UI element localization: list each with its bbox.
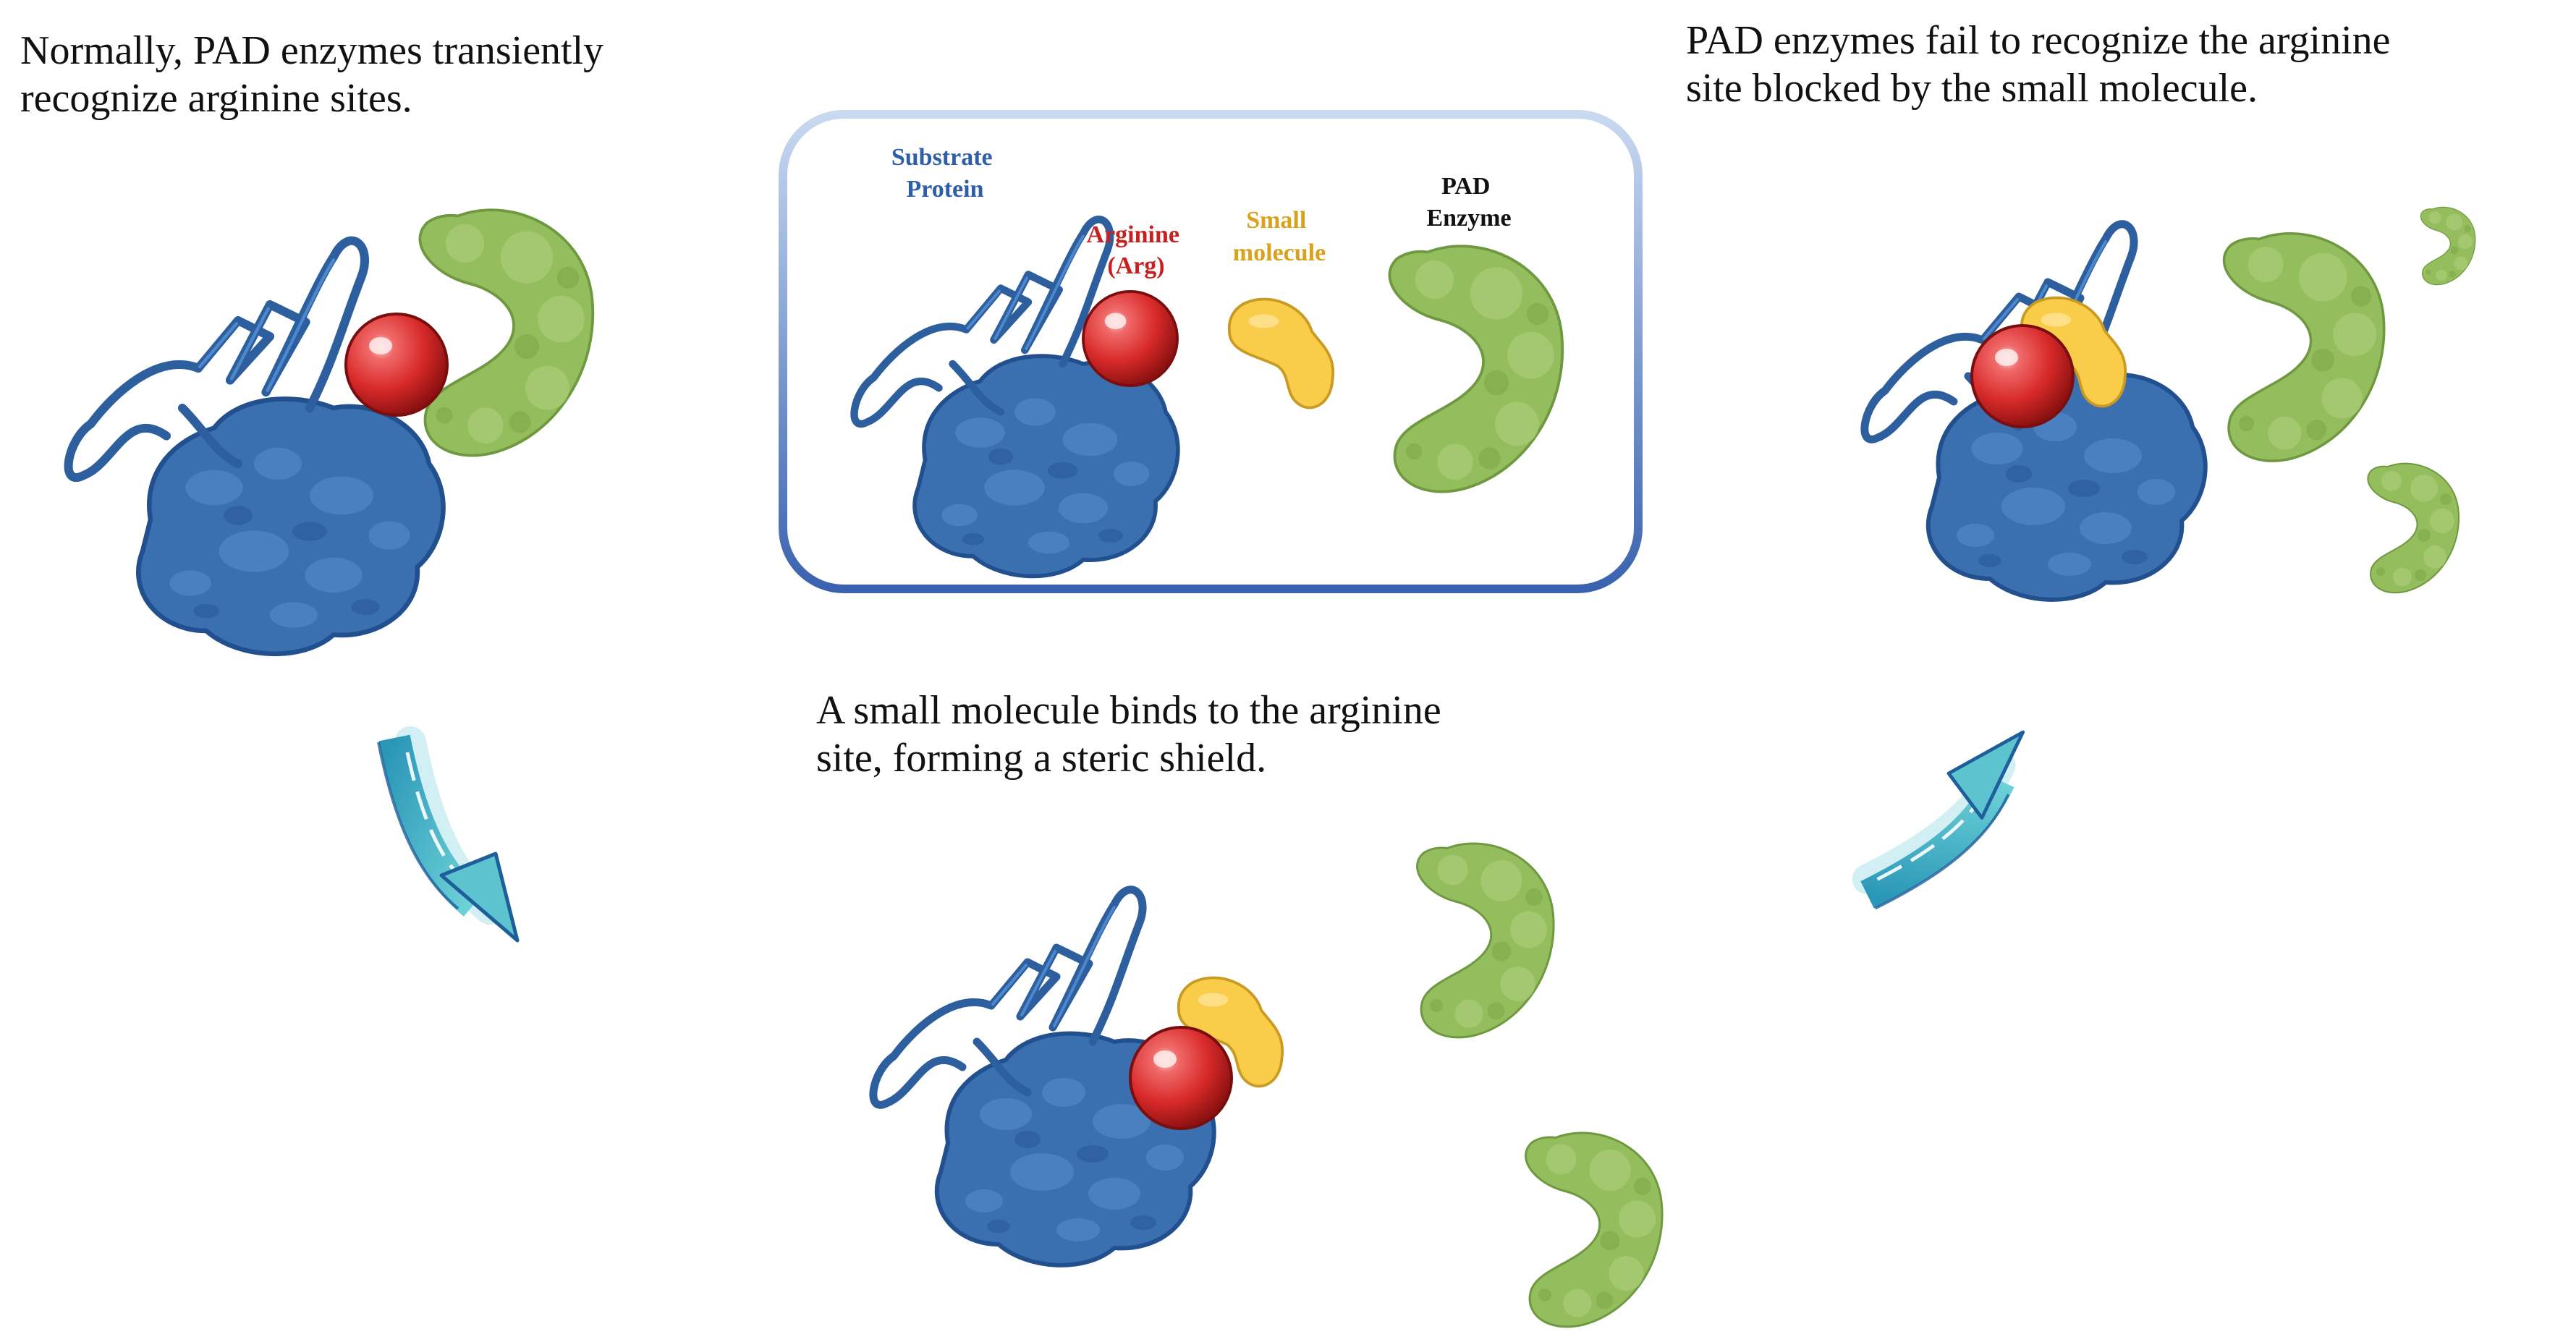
caption-normal: Normally, PAD enzymes transiently recogn… — [20, 28, 614, 121]
legend-label-small-molecule-line-1: Small — [1246, 207, 1306, 234]
pad-enzyme-free-2 — [1524, 1131, 1664, 1328]
caption-blocked-line-2: site blocked by the small molecule. — [1686, 66, 2258, 111]
legend-label-pad: PAD Enzyme — [1426, 173, 1511, 232]
legend-label-substrate-line-2: Protein — [906, 176, 983, 203]
legend-label-substrate: Substrate Protein — [891, 144, 999, 203]
legend-label-pad-line-2: Enzyme — [1426, 205, 1511, 232]
caption-blocked: PAD enzymes fail to recognize the argini… — [1686, 18, 2401, 111]
curved-arrow-down-icon — [378, 738, 517, 940]
scene-normal-recognition — [69, 208, 595, 654]
caption-shield: A small molecule binds to the arginine s… — [816, 688, 1452, 781]
pad-enzyme-repelled-1 — [2222, 232, 2386, 462]
caption-normal-line-1: Normally, PAD enzymes transiently — [20, 28, 603, 73]
substrate-protein-normal — [69, 241, 444, 654]
legend-label-arginine-line-2: (Arg) — [1107, 252, 1164, 279]
legend-arginine — [1082, 290, 1179, 387]
legend-label-small-molecule: Small molecule — [1233, 207, 1326, 266]
legend-label-arginine: Arginine (Arg) — [1087, 221, 1186, 279]
legend-box: Substrate Protein Arginine (Arg) Small m… — [779, 110, 1643, 593]
caption-normal-line-2: recognize arginine sites. — [20, 76, 412, 121]
pad-enzyme-free-1 — [1415, 842, 1555, 1039]
caption-shield-line-2: site, forming a steric shield. — [816, 736, 1266, 781]
legend-label-pad-line-1: PAD — [1441, 173, 1490, 200]
arginine-site-normal — [344, 313, 449, 417]
legend-label-small-molecule-line-2: molecule — [1233, 239, 1326, 266]
arginine-site-blocked — [1970, 324, 2075, 428]
arginine-site-shield — [1129, 1026, 1233, 1130]
legend-label-arginine-line-1: Arginine — [1087, 221, 1179, 248]
legend-label-substrate-line-1: Substrate — [891, 144, 993, 171]
scene-blocked — [1865, 206, 2476, 599]
scene-steric-shield — [873, 842, 1664, 1328]
caption-shield-line-1: A small molecule binds to the arginine — [816, 688, 1441, 733]
curved-arrow-up-icon — [1837, 732, 2057, 909]
pad-enzyme-repelled-2 — [2420, 206, 2476, 286]
caption-blocked-line-1: PAD enzymes fail to recognize the argini… — [1686, 18, 2391, 63]
pad-enzyme-repelled-3 — [2367, 462, 2460, 594]
pad-enzyme-bound — [418, 208, 595, 457]
